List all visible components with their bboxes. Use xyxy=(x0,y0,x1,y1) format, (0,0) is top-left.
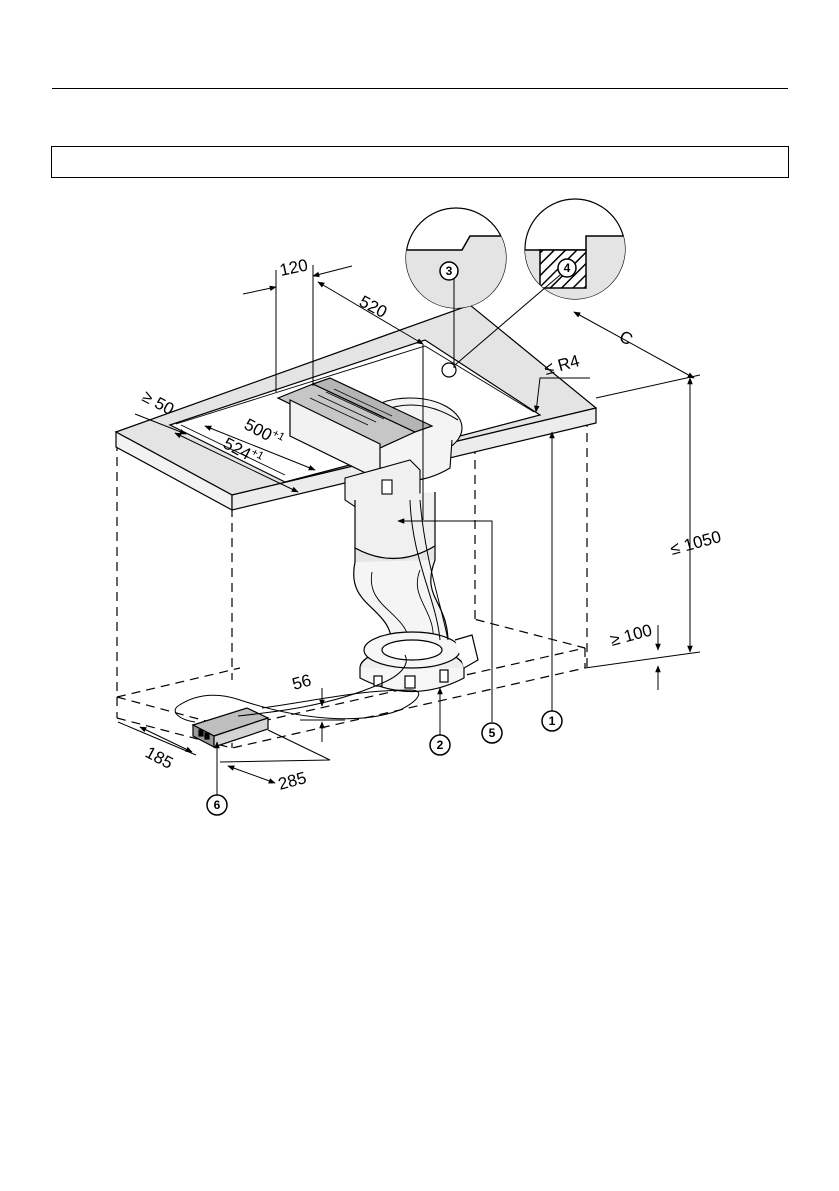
callout-2: 2 xyxy=(429,734,451,756)
dim-c: C xyxy=(616,327,636,350)
vertical-duct xyxy=(353,492,449,651)
dim-56: 56 xyxy=(290,671,313,694)
svg-text:3: 3 xyxy=(446,264,453,278)
dimension-lines xyxy=(117,265,701,784)
header-rule xyxy=(52,88,788,89)
svg-text:4: 4 xyxy=(564,261,571,275)
extractor-hob xyxy=(276,377,434,481)
dim-500-tolerance: +1 xyxy=(270,427,287,443)
dim-120: 120 xyxy=(278,255,310,279)
dim-100: ≥ 100 xyxy=(608,621,654,650)
dim-185: 185 xyxy=(142,743,176,773)
svg-text:2: 2 xyxy=(437,738,444,752)
dim-285: 285 xyxy=(276,768,308,794)
svg-text:1: 1 xyxy=(549,714,556,728)
dim-524-tolerance: +1 xyxy=(249,446,266,462)
svg-text:5: 5 xyxy=(489,726,496,740)
callout-1: 1 xyxy=(541,710,563,732)
callout-leaders xyxy=(214,431,555,795)
callout-3: 3 xyxy=(439,261,459,281)
fan-unit xyxy=(359,631,479,692)
svg-text:6: 6 xyxy=(214,798,221,812)
callout-6: 6 xyxy=(206,794,228,816)
cables xyxy=(174,499,449,723)
dim-520: 520 xyxy=(356,292,390,322)
dim-1050: ≤ 1050 xyxy=(668,527,723,559)
callout-5: 5 xyxy=(481,722,503,744)
dim-r4: ≤ R4 xyxy=(542,351,581,379)
title-banner xyxy=(51,146,789,178)
callout-4: 4 xyxy=(557,258,577,278)
